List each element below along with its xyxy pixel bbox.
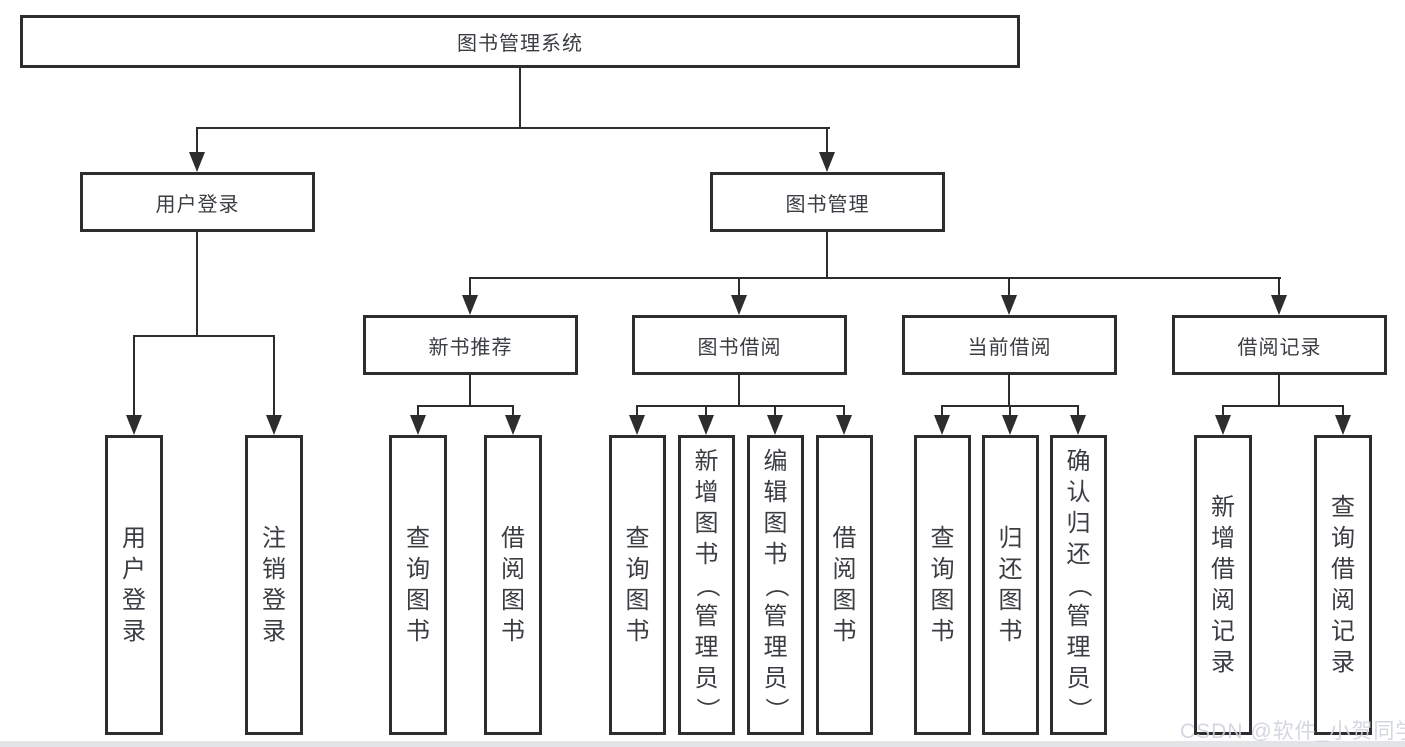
line bbox=[196, 127, 198, 155]
leaf-query-borrow-record-label: 查询借阅记录 bbox=[1331, 494, 1355, 676]
line bbox=[636, 405, 638, 419]
line bbox=[417, 405, 419, 419]
line bbox=[273, 335, 275, 417]
line bbox=[636, 405, 845, 407]
line bbox=[738, 375, 740, 407]
arrow-down-icon bbox=[462, 295, 478, 315]
arrow-down-icon bbox=[189, 152, 205, 172]
leaf-borrow-query-books: 查询图书 bbox=[609, 435, 666, 735]
line bbox=[196, 127, 830, 129]
line bbox=[469, 277, 1281, 279]
arrow-down-icon bbox=[1002, 415, 1018, 435]
line bbox=[1008, 375, 1010, 407]
arrow-down-icon bbox=[1070, 415, 1086, 435]
leaf-newbook-query-books: 查询图书 bbox=[389, 435, 447, 735]
node-book-borrow: 图书借阅 bbox=[632, 315, 847, 375]
leaf-confirm-return-admin: 确认归还（管理员） bbox=[1050, 435, 1107, 735]
line bbox=[1009, 405, 1011, 419]
node-current-borrow: 当前借阅 bbox=[902, 315, 1117, 375]
line bbox=[1278, 277, 1280, 299]
line bbox=[469, 277, 471, 299]
leaf-add-borrow-record-label: 新增借阅记录 bbox=[1211, 494, 1235, 676]
leaf-logout-label: 注销登录 bbox=[262, 525, 286, 645]
node-book-management: 图书管理 bbox=[710, 172, 945, 232]
csdn-watermark: CSDN @软件_小贺同学 bbox=[1180, 720, 1405, 743]
leaf-add-books-admin-label: 新增图书（管理员） bbox=[693, 447, 720, 722]
leaf-edit-books-admin-label: 编辑图书（管理员） bbox=[762, 447, 789, 722]
leaf-newbook-query-books-label: 查询图书 bbox=[406, 525, 430, 645]
node-current-borrow-label: 当前借阅 bbox=[967, 336, 1052, 359]
line bbox=[519, 68, 521, 129]
leaf-current-query-books-label: 查询图书 bbox=[930, 525, 955, 645]
arrow-down-icon bbox=[1271, 295, 1287, 315]
leaf-newbook-borrow-books: 借阅图书 bbox=[484, 435, 542, 735]
line bbox=[1008, 277, 1010, 299]
leaf-borrow-books: 借阅图书 bbox=[816, 435, 873, 735]
arrow-down-icon bbox=[1001, 295, 1017, 315]
node-user-login: 用户登录 bbox=[80, 172, 315, 232]
arrow-down-icon bbox=[836, 415, 852, 435]
node-root-library-system: 图书管理系统 bbox=[20, 15, 1020, 68]
line bbox=[826, 127, 828, 155]
leaf-borrow-books-label: 借阅图书 bbox=[832, 525, 857, 645]
line bbox=[512, 405, 514, 419]
arrow-down-icon bbox=[126, 415, 142, 435]
arrow-down-icon bbox=[410, 415, 426, 435]
node-root-label: 图书管理系统 bbox=[457, 33, 583, 55]
leaf-add-borrow-record: 新增借阅记录 bbox=[1194, 435, 1252, 735]
arrow-down-icon bbox=[767, 415, 783, 435]
leaf-user-login: 用户登录 bbox=[105, 435, 163, 735]
node-user-login-label: 用户登录 bbox=[155, 193, 240, 216]
arrow-down-icon bbox=[505, 415, 521, 435]
arrow-down-icon bbox=[731, 295, 747, 315]
line bbox=[1222, 405, 1224, 419]
node-book-management-label: 图书管理 bbox=[785, 193, 870, 216]
leaf-return-books: 归还图书 bbox=[982, 435, 1039, 735]
leaf-borrow-query-books-label: 查询图书 bbox=[625, 525, 650, 645]
node-borrow-record: 借阅记录 bbox=[1172, 315, 1387, 375]
line bbox=[738, 277, 740, 299]
arrow-down-icon bbox=[934, 415, 950, 435]
leaf-edit-books-admin: 编辑图书（管理员） bbox=[747, 435, 804, 735]
line bbox=[133, 335, 275, 337]
line bbox=[774, 405, 776, 419]
node-new-book-recommend-label: 新书推荐 bbox=[428, 336, 513, 359]
leaf-query-borrow-record: 查询借阅记录 bbox=[1314, 435, 1372, 735]
arrow-down-icon bbox=[629, 415, 645, 435]
line bbox=[941, 405, 943, 419]
leaf-return-books-label: 归还图书 bbox=[998, 525, 1023, 645]
line bbox=[1342, 405, 1344, 419]
node-borrow-record-label: 借阅记录 bbox=[1237, 336, 1322, 359]
line bbox=[843, 405, 845, 419]
arrow-down-icon bbox=[1335, 415, 1351, 435]
arrow-down-icon bbox=[1215, 415, 1231, 435]
line bbox=[705, 405, 707, 419]
node-book-borrow-label: 图书借阅 bbox=[697, 336, 782, 359]
leaf-user-login-label: 用户登录 bbox=[122, 525, 146, 645]
arrow-down-icon bbox=[266, 415, 282, 435]
line bbox=[196, 232, 198, 337]
leaf-logout: 注销登录 bbox=[245, 435, 303, 735]
leaf-confirm-return-admin-label: 确认归还（管理员） bbox=[1065, 447, 1092, 722]
line bbox=[417, 405, 514, 407]
line bbox=[1077, 405, 1079, 419]
node-new-book-recommend: 新书推荐 bbox=[363, 315, 578, 375]
leaf-newbook-borrow-books-label: 借阅图书 bbox=[501, 525, 525, 645]
arrow-down-icon bbox=[819, 152, 835, 172]
leaf-add-books-admin: 新增图书（管理员） bbox=[678, 435, 735, 735]
leaf-current-query-books: 查询图书 bbox=[914, 435, 971, 735]
line bbox=[1222, 405, 1344, 407]
bottom-edge-strip bbox=[0, 741, 1405, 747]
line bbox=[1278, 375, 1280, 407]
line bbox=[469, 375, 471, 407]
line bbox=[826, 232, 828, 279]
arrow-down-icon bbox=[698, 415, 714, 435]
line bbox=[133, 335, 135, 417]
